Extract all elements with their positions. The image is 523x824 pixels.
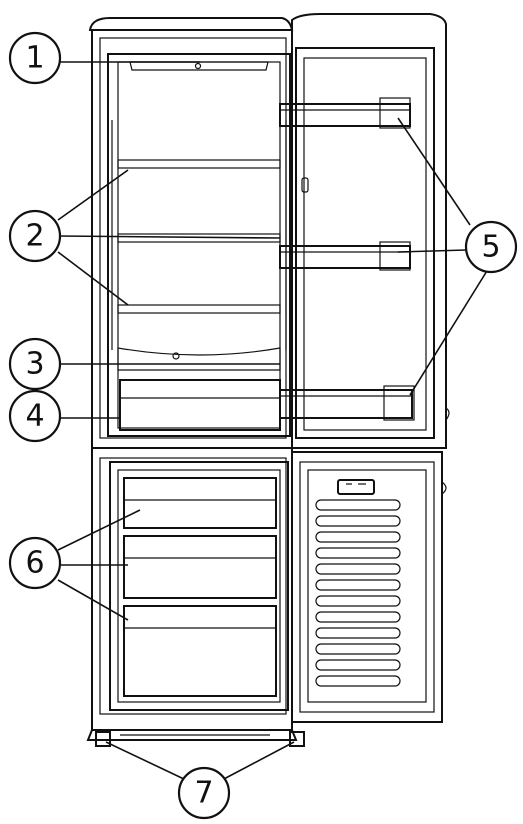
leader-lines xyxy=(57,61,491,781)
callout-5: 5 xyxy=(464,220,518,274)
callout-2-label: 2 xyxy=(25,219,44,254)
callout-7: 7 xyxy=(177,766,231,820)
freezer-drawer xyxy=(123,605,277,697)
adjustable-foot-right xyxy=(289,731,305,747)
callout-2: 2 xyxy=(8,209,62,263)
freezer-compartment xyxy=(109,461,289,711)
callout-6-label: 6 xyxy=(25,546,44,581)
freezer-door xyxy=(291,451,447,723)
glass-shelf xyxy=(117,159,281,169)
callout-5-label: 5 xyxy=(481,230,500,265)
glass-shelf xyxy=(117,304,281,314)
freezer-drawer xyxy=(123,477,277,529)
door-balcony xyxy=(279,241,411,271)
fridge-door xyxy=(279,13,450,449)
callout-1-label: 1 xyxy=(25,41,44,76)
vegetable-drawer xyxy=(119,379,281,431)
adjustable-foot-left xyxy=(95,731,111,747)
callout-4-label: 4 xyxy=(25,399,44,434)
callout-7-label: 7 xyxy=(194,776,213,811)
callout-1: 1 xyxy=(8,31,62,85)
freezer-drawer xyxy=(123,535,277,599)
callout-3: 3 xyxy=(8,337,62,391)
cabinet-body xyxy=(86,17,298,741)
door-balcony xyxy=(279,97,411,129)
callout-6: 6 xyxy=(8,536,62,590)
fridge-compartment xyxy=(107,53,291,437)
callout-4: 4 xyxy=(8,389,62,443)
callout-3-label: 3 xyxy=(25,347,44,382)
door-balcony xyxy=(279,385,415,421)
